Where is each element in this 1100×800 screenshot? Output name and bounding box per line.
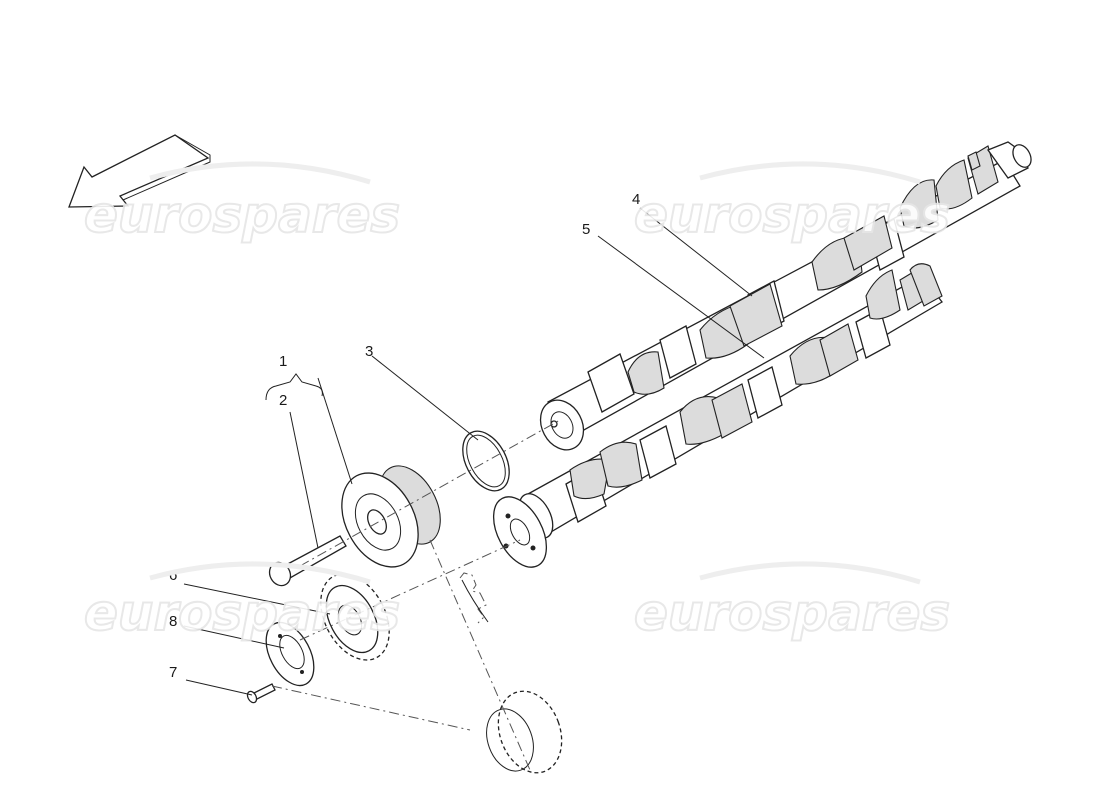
timing-chain	[459, 572, 489, 624]
o-ring	[462, 430, 510, 492]
watermark-top-left: eurospares	[83, 161, 401, 245]
callout-5: 5	[582, 221, 590, 238]
callout-8: 8	[169, 613, 177, 630]
axis-line-lower	[299, 539, 521, 641]
camshaft-lower	[518, 263, 943, 539]
screw-line	[271, 685, 471, 731]
crank-gear	[486, 690, 563, 774]
svg-text:eurospares: eurospares	[84, 186, 400, 244]
camshaft-upper	[539, 141, 1032, 451]
screw	[246, 683, 276, 704]
timing-gear	[320, 573, 390, 661]
watermark-bottom-right: eurospares	[633, 561, 951, 643]
callout-1: 1	[279, 353, 287, 370]
svg-text:eurospares: eurospares	[84, 584, 400, 642]
chain-line	[429, 539, 531, 771]
svg-text:eurospares: eurospares	[634, 186, 950, 244]
callout-7: 7	[169, 664, 177, 681]
watermark-bottom-left: eurospares	[83, 561, 401, 643]
watermark-top-right: eurospares	[633, 161, 951, 245]
callout-2: 2	[279, 392, 287, 409]
flange-washer	[492, 496, 548, 568]
central-bolt	[268, 535, 347, 587]
callout-3: 3	[365, 343, 373, 360]
axis-line-upper	[299, 419, 561, 567]
cam-variator-pulley	[341, 465, 441, 568]
callout-6: 6	[169, 567, 177, 584]
leader-lines	[183, 207, 765, 696]
callout-4: 4	[632, 191, 640, 208]
direction-arrow-icon	[68, 134, 211, 208]
retaining-plate	[265, 621, 315, 687]
svg-text:eurospares: eurospares	[634, 584, 950, 642]
